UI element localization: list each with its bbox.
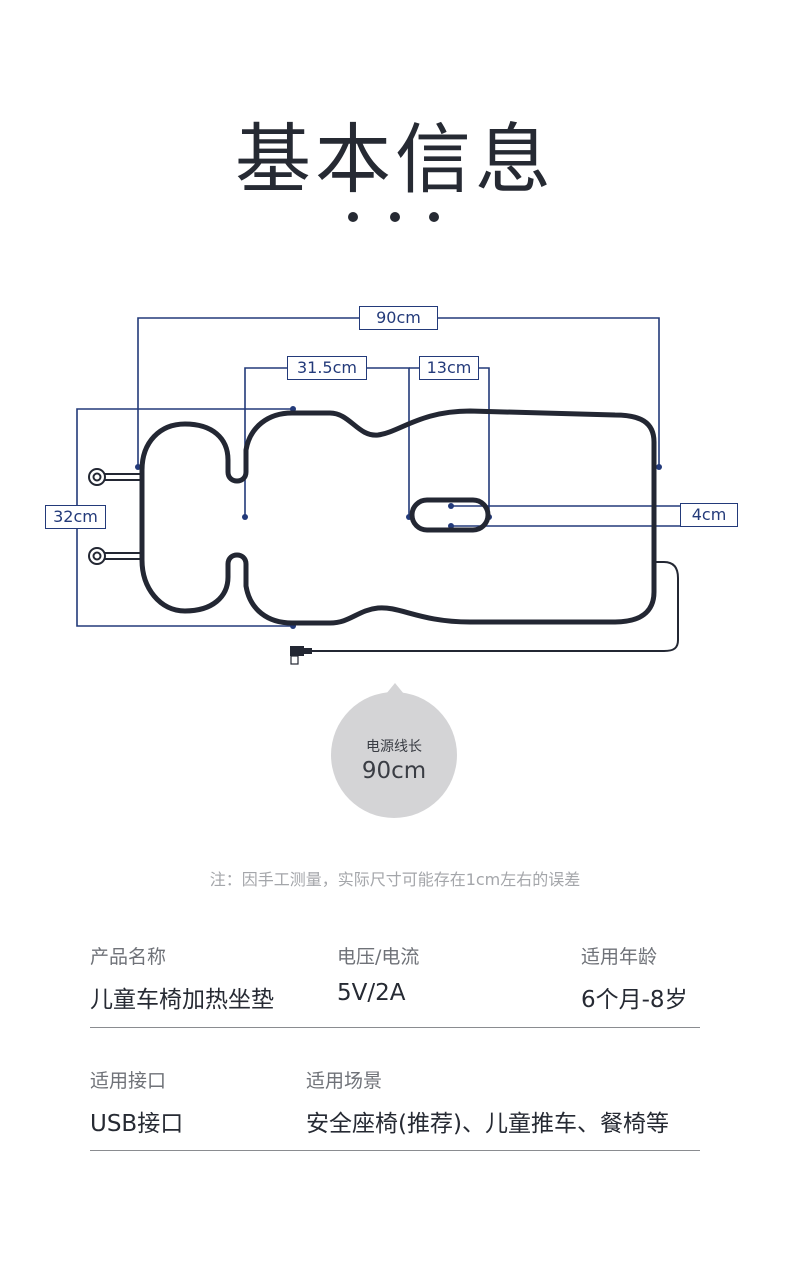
scene-label: 适用场景 bbox=[306, 1070, 383, 1092]
dim-label-head-width: 31.5cm bbox=[287, 356, 367, 380]
measurement-note: 注：因手工测量，实际尺寸可能存在1cm左右的误差 bbox=[209, 870, 581, 889]
dim-label-slot-length: 13cm bbox=[419, 356, 479, 380]
cushion-diagram bbox=[76, 317, 680, 665]
usb-plug-icon bbox=[290, 646, 312, 665]
age-value: 6个月-8岁 bbox=[581, 987, 688, 1013]
dimension-lines bbox=[76, 317, 680, 627]
scene-value: 安全座椅(推荐)、儿童推车、餐椅等 bbox=[306, 1111, 669, 1137]
dim-label-total-length: 90cm bbox=[359, 306, 438, 330]
voltage-label: 电压/电流 bbox=[337, 946, 420, 968]
dim-label-slot-width: 4cm bbox=[680, 503, 738, 527]
product-name-value: 儿童车椅加热坐垫 bbox=[90, 987, 274, 1013]
port-label: 适用接口 bbox=[90, 1070, 167, 1092]
dim-label-height: 32cm bbox=[45, 505, 106, 529]
cushion-slot bbox=[409, 497, 491, 533]
power-cable-label: 电源线长 bbox=[366, 739, 422, 755]
dimension-anchor-dots bbox=[135, 406, 662, 629]
divider bbox=[90, 1027, 700, 1028]
divider bbox=[90, 1150, 700, 1151]
age-label: 适用年龄 bbox=[581, 946, 658, 968]
power-cable-bubble: 电源线长 90cm bbox=[331, 692, 457, 818]
product-name-label: 产品名称 bbox=[90, 946, 167, 968]
title-dots-divider bbox=[0, 212, 790, 224]
cushion-outline bbox=[139, 408, 657, 626]
page-title: 基本信息 bbox=[235, 115, 555, 204]
power-cable bbox=[305, 561, 679, 652]
bubble-pointer bbox=[386, 683, 404, 694]
voltage-value: 5V/2A bbox=[337, 980, 406, 1006]
power-cable-length: 90cm bbox=[361, 758, 427, 784]
port-value: USB接口 bbox=[90, 1111, 184, 1137]
left-hooks bbox=[88, 468, 142, 565]
